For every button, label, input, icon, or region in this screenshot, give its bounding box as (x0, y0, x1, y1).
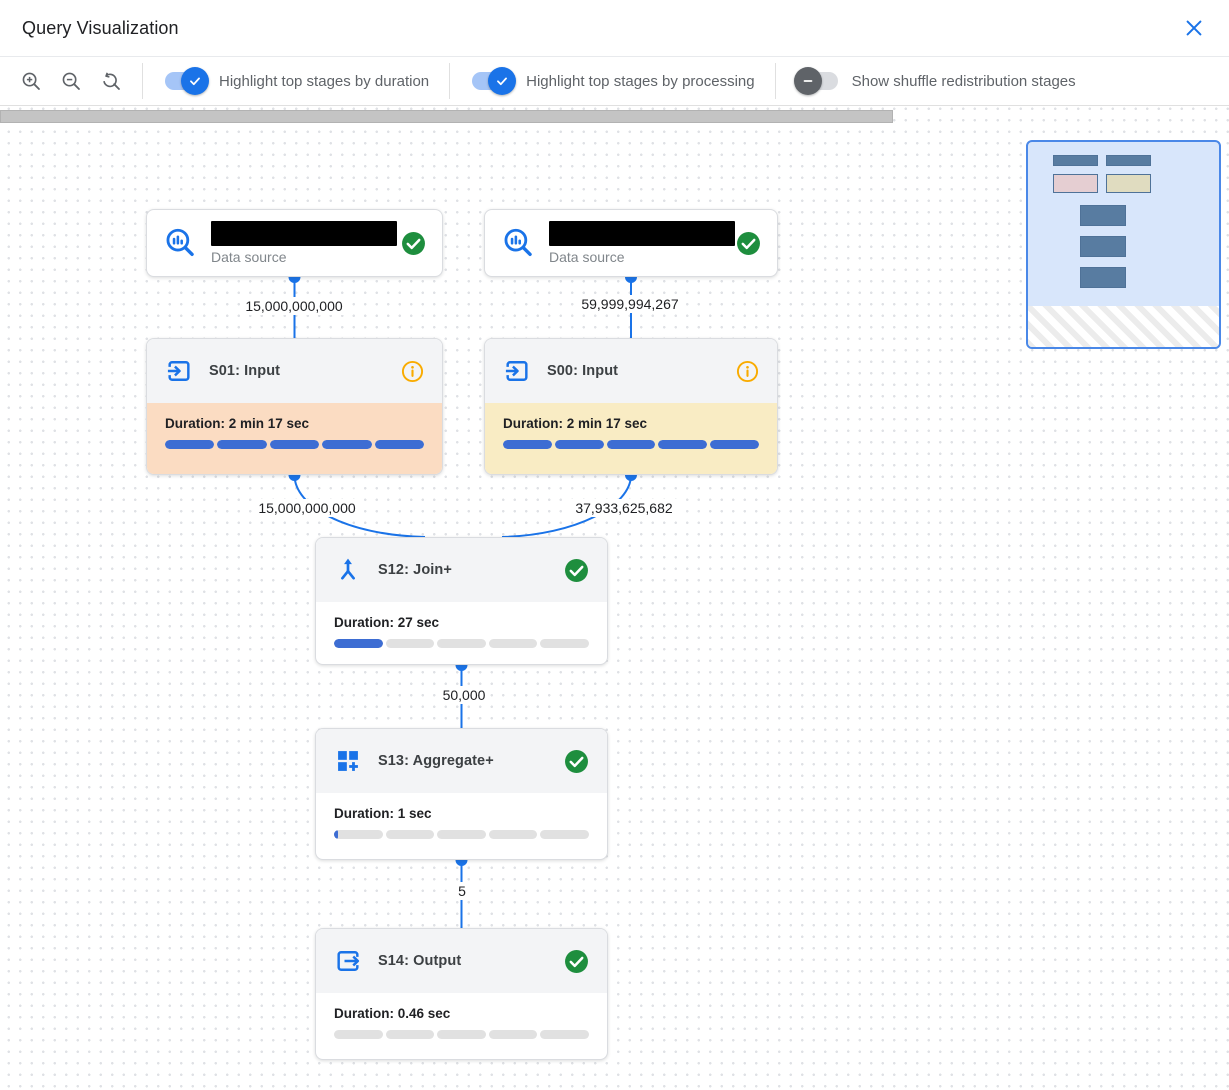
success-check-icon (737, 231, 760, 255)
redacted-table-name (211, 221, 397, 246)
toggle-thumb-check-icon (488, 67, 517, 95)
dialog-header: Query Visualization (0, 0, 1229, 57)
stage-header: S14: Output (316, 929, 607, 993)
success-check-icon (565, 749, 588, 773)
page-title: Query Visualization (22, 17, 179, 38)
toolbar-divider (774, 63, 776, 99)
stage-duration-section: Duration: 27 sec (316, 602, 607, 648)
edge-label-rows: 15,000,000,000 (253, 499, 361, 517)
minimap-node-processing-highlight (1106, 174, 1151, 193)
stage-title: S01: Input (209, 363, 281, 379)
toolbar-divider (449, 63, 451, 99)
minimap-node (1106, 155, 1151, 166)
edge-label-rows: 37,933,625,682 (570, 499, 678, 517)
minimap-node (1080, 236, 1126, 257)
zoom-controls (18, 68, 142, 94)
success-check-icon (565, 949, 588, 973)
input-stage-icon (505, 361, 528, 381)
show-shuffle-label: Show shuffle redistribution stages (851, 72, 1076, 90)
duration-bar (334, 830, 589, 839)
toggle-thumb-check-icon (181, 67, 209, 95)
duration-text: Duration: 27 sec (334, 615, 440, 630)
data-source-info: Data source (549, 221, 735, 265)
stage-title: S00: Input (547, 363, 619, 379)
edge-label-rows: 59,999,994,267 (576, 295, 684, 313)
stage-header: S00: Input (485, 339, 777, 403)
reset-zoom-button[interactable] (98, 68, 124, 94)
data-source-icon (166, 228, 194, 257)
duration-bar (334, 639, 589, 648)
success-check-icon (565, 558, 588, 582)
minimap-outside-viewport (1028, 306, 1219, 347)
horizontal-scrollbar-thumb[interactable] (0, 110, 893, 123)
graph-minimap[interactable] (1026, 140, 1221, 349)
input-stage-icon (167, 361, 190, 381)
duration-bar (334, 1030, 589, 1039)
node-data-source-left[interactable]: Data source (146, 209, 443, 277)
data-source-icon (504, 228, 532, 257)
duration-bar (165, 440, 425, 449)
data-source-info: Data source (211, 221, 397, 265)
duration-text: Duration: 2 min 17 sec (165, 416, 310, 431)
output-stage-icon (337, 951, 360, 971)
toggle-highlight-processing-section: Highlight top stages by processing (450, 67, 774, 95)
stage-title: S13: Aggregate+ (378, 753, 494, 769)
close-button[interactable] (1181, 15, 1207, 41)
duration-bar (503, 440, 759, 449)
highlight-processing-label: Highlight top stages by processing (526, 72, 755, 90)
success-check-icon (402, 231, 425, 255)
graph-canvas[interactable]: 15,000,000,000 59,999,994,267 15,000,000… (0, 106, 1229, 1090)
stage-header: S13: Aggregate+ (316, 729, 607, 793)
minimap-node (1053, 155, 1098, 166)
minimap-node (1080, 267, 1126, 288)
stage-duration-section: Duration: 2 min 17 sec (147, 403, 442, 474)
toolbar: Highlight top stages by duration Highlig… (0, 57, 1229, 106)
aggregate-stage-icon (338, 751, 358, 771)
duration-text: Duration: 2 min 17 sec (503, 416, 648, 431)
show-shuffle-toggle[interactable] (793, 67, 840, 95)
node-stage-s13[interactable]: S13: Aggregate+ Duration: 1 sec (315, 728, 608, 860)
stage-title: S14: Output (378, 953, 462, 969)
edge-label-rows: 5 (453, 882, 471, 900)
join-stage-icon (341, 558, 355, 580)
stage-duration-section: Duration: 2 min 17 sec (485, 403, 777, 474)
edge-label-rows: 15,000,000,000 (240, 297, 348, 315)
node-data-source-right[interactable]: Data source (484, 209, 778, 277)
node-stage-s14[interactable]: S14: Output Duration: 0.46 sec (315, 928, 608, 1060)
toggle-shuffle-section: Show shuffle redistribution stages (776, 67, 1096, 95)
stage-duration-section: Duration: 0.46 sec (316, 993, 607, 1039)
info-icon[interactable] (736, 360, 759, 383)
redacted-table-name (549, 221, 735, 246)
zoom-in-button[interactable] (18, 68, 44, 94)
data-source-label: Data source (549, 249, 625, 265)
stage-duration-section: Duration: 1 sec (316, 793, 607, 839)
close-icon (1186, 20, 1202, 36)
zoom-in-icon (22, 72, 40, 90)
stage-header: S12: Join+ (316, 538, 607, 602)
node-stage-s12[interactable]: S12: Join+ Duration: 27 sec (315, 537, 608, 665)
minimap-node-duration-highlight (1053, 174, 1098, 193)
toolbar-divider (142, 63, 143, 99)
node-stage-s01[interactable]: S01: Input Duration: 2 min 17 sec (146, 338, 443, 475)
reset-zoom-icon (102, 71, 120, 90)
minimap-node (1080, 205, 1126, 226)
edge-label-rows: 50,000 (437, 686, 491, 704)
stage-title: S12: Join+ (378, 562, 452, 578)
highlight-duration-toggle[interactable] (163, 67, 209, 95)
toggle-highlight-duration-section: Highlight top stages by duration (143, 67, 449, 95)
node-stage-s00[interactable]: S00: Input Duration: 2 min 17 sec (484, 338, 778, 475)
info-icon[interactable] (401, 360, 424, 383)
zoom-out-button[interactable] (58, 68, 84, 94)
zoom-out-icon (62, 72, 80, 90)
duration-text: Duration: 1 sec (334, 806, 432, 821)
stage-header: S01: Input (147, 339, 442, 403)
data-source-label: Data source (211, 249, 287, 265)
duration-text: Duration: 0.46 sec (334, 1006, 451, 1021)
highlight-processing-toggle[interactable] (470, 67, 517, 95)
highlight-duration-label: Highlight top stages by duration (219, 72, 430, 90)
toggle-thumb-minus-icon (793, 67, 822, 95)
